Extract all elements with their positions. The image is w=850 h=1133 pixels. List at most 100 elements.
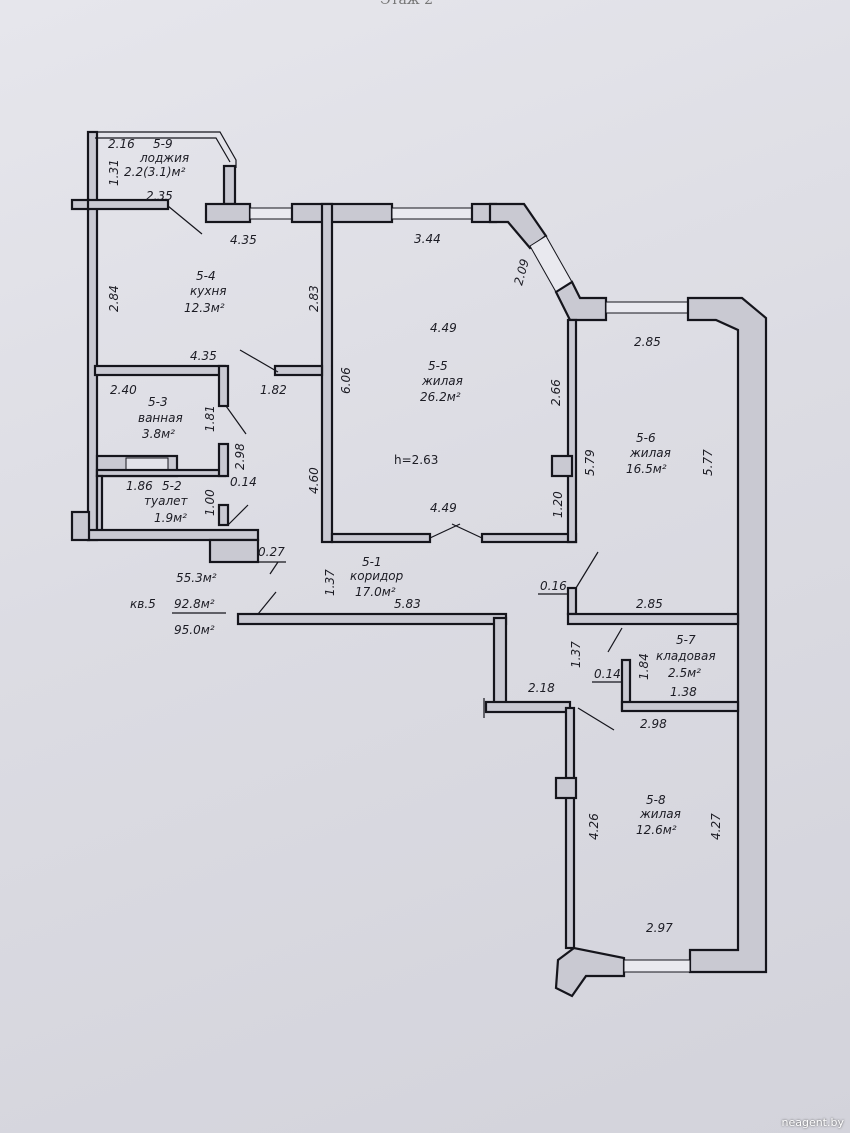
dim-corridor-left: 1.37 <box>323 569 337 596</box>
dim-loggia-h: 1.31 <box>107 159 121 186</box>
wall-storage-bottom <box>620 700 740 713</box>
dim-bath-diag: 2.98 <box>233 443 247 470</box>
wall-living-bottom-left <box>330 532 432 544</box>
room-name-bath: ванная <box>138 411 183 425</box>
dim-living-left: 6.06 <box>339 367 353 394</box>
dim-storage-w: 1.38 <box>670 685 697 699</box>
dim-room56-left: 5.79 <box>583 449 597 476</box>
kitchen-door-swing <box>239 349 279 373</box>
room-name-living-main: жилая <box>421 374 463 388</box>
room-area-wc: 1.9м² <box>154 511 187 525</box>
room-area-room58: 12.6м² <box>636 823 677 837</box>
dim-loggia-w-top: 2.16 <box>108 137 135 151</box>
dim-room58-right: 4.27 <box>709 813 723 840</box>
walls <box>70 130 768 998</box>
area-summary: 55.3м² кв.5 92.8м² 95.0м² <box>130 571 226 637</box>
wall-bath-wc <box>95 468 227 478</box>
window-kitchen <box>249 207 293 220</box>
dim-corridor-right: 1.37 <box>569 641 583 668</box>
apartment-number: кв.5 <box>130 597 156 611</box>
loggia-inner-line <box>95 137 231 163</box>
room-name-wc: туалет <box>144 494 188 508</box>
dim-kitchen-left: 2.84 <box>107 285 121 312</box>
room-name-loggia: лоджия <box>139 151 189 165</box>
dim-living-bottom: 4.49 <box>430 501 457 515</box>
room-area-living-main: 26.2м² <box>420 390 461 404</box>
wall-loggia-bottom <box>86 198 170 211</box>
wall-living-bottom-right <box>480 532 578 544</box>
dim-room58-left: 4.26 <box>587 813 601 840</box>
dim-kitchen-top: 4.35 <box>230 233 257 247</box>
total-area: 92.8м² <box>174 597 215 611</box>
room-name-room56: жилая <box>629 446 671 460</box>
dimensions: 2.16 1.31 2.35 4.35 2.84 2.83 4.35 1.82 … <box>107 137 723 935</box>
room-name-room58: жилая <box>639 807 681 821</box>
column-room58 <box>554 776 578 800</box>
loggia-right-post <box>222 164 237 206</box>
dim-bath-right: 1.81 <box>203 405 217 432</box>
room-area-corridor: 17.0м² <box>355 585 396 599</box>
loggia-outline <box>88 131 237 168</box>
living-door-swing-right <box>451 523 483 539</box>
dim-room58-top: 2.98 <box>640 717 667 731</box>
room58-door-swing <box>577 707 615 731</box>
wall-hall-bottom <box>484 700 572 714</box>
room-labels: 5-9 лоджия 2.2(3.1)м² 5-4 кухня 12.3м² 5… <box>124 137 716 837</box>
room-area-storage: 2.5м² <box>668 666 701 680</box>
wall-kitchen-stub <box>273 364 324 377</box>
room-name-storage: кладовая <box>656 649 716 663</box>
dim-wc-right: 1.00 <box>203 489 217 516</box>
bath-door-swing <box>225 405 247 435</box>
niche-tick <box>269 561 279 575</box>
wall-corridor-bottom <box>236 612 508 626</box>
room-number-5-3: 5-3 <box>148 395 168 409</box>
room-number-5-4: 5-4 <box>196 269 216 283</box>
room56-door-swing <box>575 551 599 589</box>
room-area-bath: 3.8м² <box>142 427 175 441</box>
room-number-5-2: 5-2 <box>162 479 182 493</box>
living-door-swing-left <box>429 523 461 539</box>
dim-kitchen-bottom: 4.35 <box>190 349 217 363</box>
dim-living-mid: 4.49 <box>430 321 457 335</box>
wall-outer-left <box>86 130 99 542</box>
corridor-niche <box>208 538 260 564</box>
wall-wc-left <box>95 474 104 538</box>
wall-wc-right-lower <box>217 503 230 527</box>
wall-stub-lower-left <box>70 510 91 542</box>
wall-bay-upper <box>488 202 548 250</box>
room-number-5-6: 5-6 <box>636 431 656 445</box>
storage-door-swing <box>607 627 623 653</box>
loggia-door-swing <box>167 205 203 235</box>
dim-bay-side: 2.09 <box>511 257 531 286</box>
room-area-loggia: 2.2(3.1)м² <box>124 165 186 179</box>
dim-storage-h: 1.84 <box>637 653 651 680</box>
wall-bay-lower <box>554 280 608 322</box>
wall-living-room56 <box>566 318 578 544</box>
wall-hall-left <box>492 616 508 710</box>
dim-room56-right: 5.77 <box>701 449 715 476</box>
watermark: neagent.by <box>781 1116 844 1129</box>
wall-room58-left <box>564 706 576 950</box>
wall-room56-bottom <box>566 612 740 626</box>
room-name-kitchen: кухня <box>190 284 227 298</box>
dim-living-top: 3.44 <box>414 232 441 246</box>
wc-door-swing <box>227 504 249 526</box>
wall-stub-left <box>70 198 91 211</box>
room-number-5-1: 5-1 <box>362 555 382 569</box>
dim-wc-small: 0.14 <box>230 475 257 489</box>
dim-loggia-w-bottom: 2.35 <box>146 189 173 203</box>
entrance-door-swing <box>257 591 277 615</box>
room-area-kitchen: 12.3м² <box>184 301 225 315</box>
wall-kitchen-top-left <box>204 202 252 224</box>
window-bay <box>529 235 573 293</box>
window-living-top <box>391 207 473 220</box>
room-area-room56: 16.5м² <box>626 462 667 476</box>
wall-room58-bottom-corner <box>554 946 626 998</box>
window-room56 <box>605 301 689 314</box>
dim-living-right-lower: 1.20 <box>551 491 565 518</box>
room-number-5-5: 5-5 <box>428 359 448 373</box>
wall-kitchen-living-divider <box>320 202 334 544</box>
wall-top-mid <box>290 202 394 224</box>
dim-room56-top: 2.85 <box>634 335 661 349</box>
